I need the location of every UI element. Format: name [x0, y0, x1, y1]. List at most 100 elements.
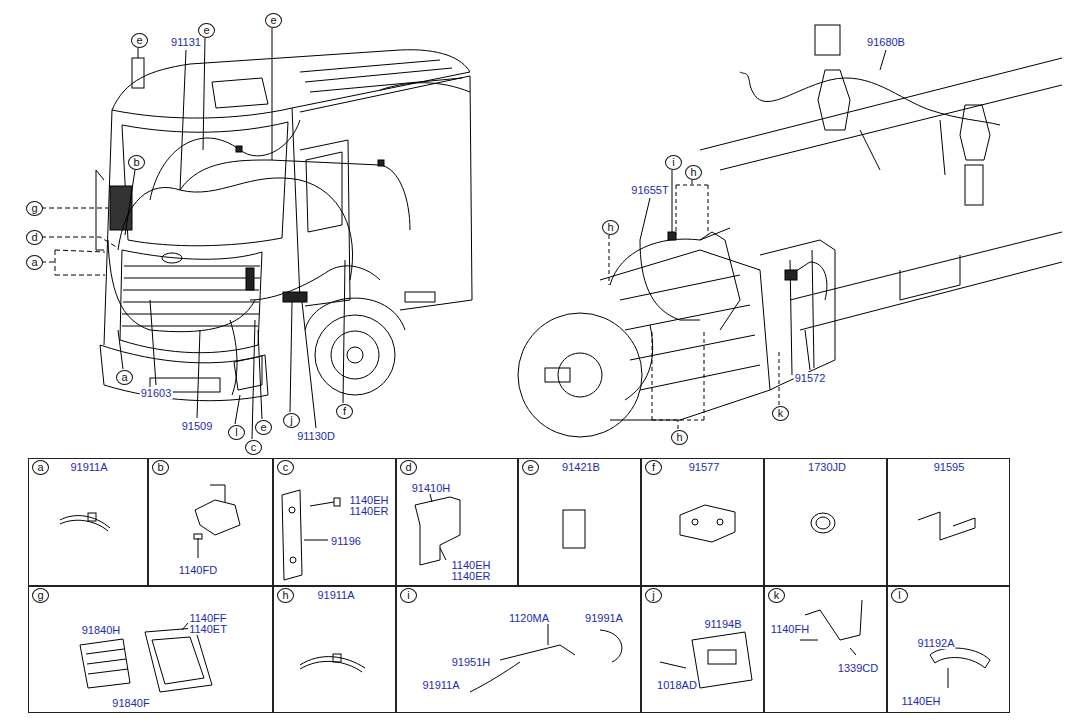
part-number: 1140EH [901, 695, 942, 707]
table-cell: 1730JD [764, 458, 887, 586]
callout-text: e [199, 24, 214, 36]
callout-text: g [33, 589, 48, 601]
part-number: 1140FD [178, 564, 218, 576]
callout-text: k [773, 407, 788, 419]
callout-text: e [256, 421, 271, 433]
callout-letter: j [645, 588, 662, 603]
callout-letter: d [26, 230, 43, 245]
callout-text: d [401, 461, 416, 473]
part-number: 91509 [181, 420, 214, 432]
callout-text: a [117, 371, 132, 383]
callout-text: j [284, 414, 299, 426]
part-number: 91572 [794, 372, 827, 384]
callout-letter: b [152, 460, 169, 475]
table-cell: 1120MA 91991A 91951H 91911A i [396, 586, 641, 713]
table-cell: 1140FD b [148, 458, 273, 586]
callout-text: e [523, 461, 538, 473]
part-number: 91131 [170, 36, 202, 48]
part-number: 1140ER [451, 570, 492, 582]
callout-text: f [337, 405, 352, 417]
callout-letter: g [32, 588, 49, 603]
callout-text: b [129, 156, 144, 168]
callout-text: h [686, 166, 701, 178]
part-number: 91655T [630, 184, 669, 196]
callout-text: a [33, 461, 48, 473]
part-number: 1339CD [837, 662, 879, 674]
callout-text: g [27, 202, 42, 214]
part-number: 91421B [561, 461, 601, 473]
callout-text: j [646, 589, 661, 601]
callout-text: d [27, 231, 42, 243]
part-number: 91840H [81, 624, 122, 636]
part-number: 91410H [411, 482, 452, 494]
callout-letter: e [131, 33, 148, 48]
callout-letter: l [228, 425, 245, 440]
table-cell: 91911A h [273, 586, 396, 713]
callout-letter: a [116, 370, 133, 385]
part-number: 91577 [688, 461, 721, 473]
part-number: 1018AD [656, 679, 698, 691]
callout-letter: i [400, 588, 417, 603]
callout-text: k [769, 589, 784, 601]
callout-letter: f [645, 460, 662, 475]
callout-letter: e [255, 420, 272, 435]
table-cell: 91410H1140EH1140ERd [396, 458, 518, 586]
callout-text: a [27, 256, 42, 268]
callout-letter: l [891, 588, 908, 603]
callout-text: h [672, 431, 687, 443]
callout-letter: k [772, 406, 789, 421]
callout-letter: h [602, 220, 619, 235]
callout-letter: h [277, 588, 294, 603]
callout-text: i [401, 589, 416, 601]
table-cell: 91840H1140FF1140ET91840Fg [28, 586, 273, 713]
table-cell: 91911A a [28, 458, 148, 586]
part-number: 91603 [140, 387, 173, 399]
table-cell: 91194B 1018AD j [641, 586, 764, 713]
part-number: 1140ET [188, 623, 228, 635]
callout-letter: b [128, 155, 145, 170]
part-number: 91130D [296, 430, 336, 442]
part-number: 91196 [330, 535, 362, 547]
callout-text: c [246, 441, 261, 453]
part-number: 91194B [703, 618, 742, 630]
callout-letter: i [665, 155, 682, 170]
part-number: 1730JD [807, 461, 847, 473]
part-number: 1140ER [349, 505, 390, 517]
table-cell: 1140EH1140ER91196c [273, 458, 396, 586]
callout-text: e [132, 34, 147, 46]
callout-text: b [153, 461, 168, 473]
callout-letter: c [245, 440, 262, 455]
callout-text: l [892, 589, 907, 601]
callout-letter: e [522, 460, 539, 475]
part-number: 91991A [584, 612, 624, 624]
callout-text: c [278, 461, 293, 473]
part-number: 1140FH [770, 623, 810, 635]
part-number: 91951H [451, 656, 492, 668]
part-number: 91911A [316, 589, 355, 601]
callout-text: h [278, 589, 293, 601]
table-cell: 1140FH 1339CD k [764, 586, 887, 713]
callout-letter: g [26, 201, 43, 216]
part-number: 91192A [916, 637, 955, 649]
part-number: 1120MA [508, 612, 550, 624]
part-number: 91911A [421, 679, 460, 691]
part-number: 91911A [69, 461, 108, 473]
callout-text: h [603, 221, 618, 233]
callout-letter: k [768, 588, 785, 603]
table-cell: 91421B e [518, 458, 641, 586]
part-number: 91840F [111, 697, 150, 709]
callout-letter: a [32, 460, 49, 475]
callout-text: e [266, 14, 281, 26]
callout-letter: h [671, 430, 688, 445]
callout-text: f [646, 461, 661, 473]
callout-letter: f [336, 404, 353, 419]
callout-letter: e [265, 13, 282, 28]
callout-letter: c [277, 460, 294, 475]
callout-text: i [666, 156, 681, 168]
table-cell: 91577 f [641, 458, 764, 586]
callout-letter: a [26, 255, 43, 270]
part-number: 91595 [933, 461, 966, 473]
table-cell: 91192A 1140EH l [887, 586, 1010, 713]
callout-text: l [229, 426, 244, 438]
